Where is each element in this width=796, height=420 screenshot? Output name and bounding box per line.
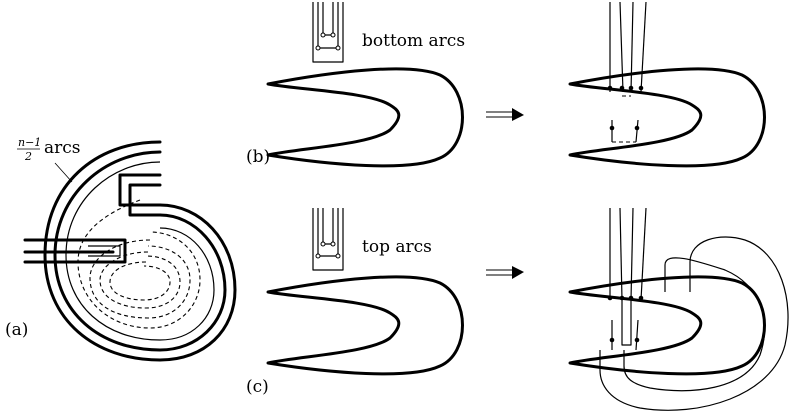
- panel-b-label: (b): [246, 147, 270, 167]
- panel-b-caption: bottom arcs: [362, 31, 465, 51]
- panel-c-result: [568, 207, 789, 411]
- panel-c-caption: top arcs: [362, 237, 432, 257]
- panel-a-fraction-denominator: 2: [24, 150, 32, 163]
- panel-c-label: (c): [246, 377, 269, 397]
- panel-b-arrow: [486, 108, 524, 121]
- panel-c-arrow: [486, 266, 524, 279]
- panel-a-label: (a): [5, 320, 28, 340]
- panel-a-annotation-text: arcs: [44, 138, 81, 158]
- panel-a-fraction-numerator: n−1: [18, 136, 41, 149]
- panel-c-comb: [312, 208, 344, 271]
- panel-b-u-shape-left: [266, 67, 464, 168]
- panel-a-diagram: [23, 140, 237, 362]
- annotation-pointer: [54, 162, 73, 183]
- panel-b-result: [568, 1, 766, 168]
- panel-c-u-shape-left: [266, 275, 464, 376]
- panel-b-comb: [312, 2, 344, 63]
